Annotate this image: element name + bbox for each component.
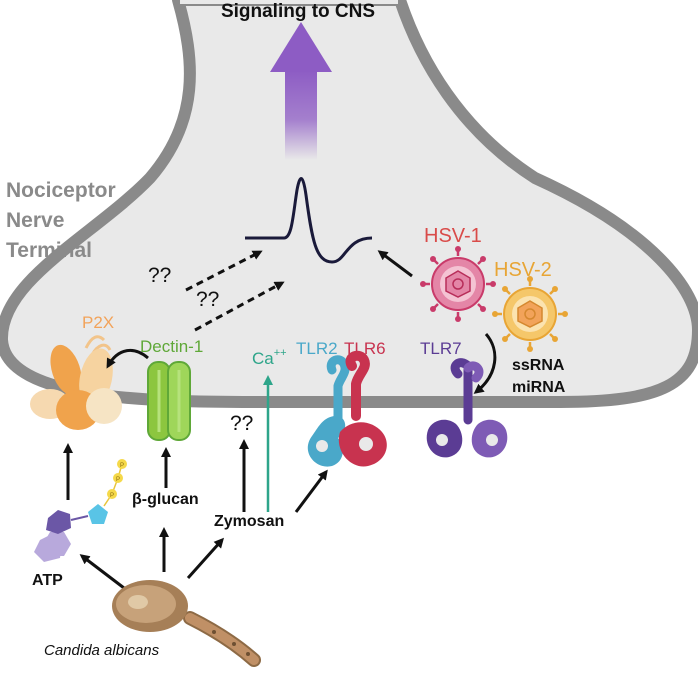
candida-to-atp-arrow xyxy=(79,554,125,590)
page-title: Signaling to CNS xyxy=(221,1,375,22)
region-label-line-2: Nerve xyxy=(6,209,64,232)
dashed-arrow-p2x xyxy=(185,250,263,292)
tlr7-receptor xyxy=(426,358,508,458)
calcium-charge: ++ xyxy=(274,347,287,359)
ssrna-label: ssRNA xyxy=(512,357,565,374)
hsv2-label: HSV-2 xyxy=(494,259,552,281)
zymosan-to-tlr-arrow xyxy=(294,469,328,513)
atp-phosphate-2: P xyxy=(116,477,120,483)
candida-label: Candida albicans xyxy=(44,642,160,659)
calcium-label: Ca++ xyxy=(252,347,287,368)
region-label-line-3: Terminal xyxy=(6,239,92,262)
atp-phosphate-3: P xyxy=(120,463,124,469)
zymosan-label: Zymosan xyxy=(214,513,284,530)
candida-cell xyxy=(112,580,261,667)
dectin1-to-p2x-arrow xyxy=(106,349,149,369)
region-label: Nociceptor Nerve Terminal xyxy=(6,179,116,262)
atp-molecule: P P P xyxy=(34,459,127,562)
unknown-mark-p2x: ?? xyxy=(148,264,171,287)
cns-signal-arrow xyxy=(270,22,332,160)
dectin1-label: Dectin-1 xyxy=(140,337,203,356)
region-label-line-1: Nociceptor xyxy=(6,179,116,202)
hsv1-label: HSV-1 xyxy=(424,225,482,247)
dectin1-receptor xyxy=(147,361,191,441)
mirna-label: miRNA xyxy=(512,379,566,396)
tlr2-label: TLR2 xyxy=(296,339,338,358)
hsv1-virion xyxy=(420,246,496,322)
dashed-arrow-dectin1 xyxy=(194,281,285,332)
ssrna-arrow xyxy=(473,333,497,394)
candida-to-zymosan-arrow xyxy=(186,537,225,580)
calcium-symbol: Ca xyxy=(252,349,274,368)
tlr6-receptor xyxy=(338,350,387,467)
beta-glucan-label: β-glucan xyxy=(132,491,199,508)
atp-label: ATP xyxy=(32,572,63,589)
unknown-mark-dectin1: ?? xyxy=(196,288,219,311)
action-potential-trace xyxy=(245,177,373,264)
unknown-mark-zymosan: ?? xyxy=(230,412,253,435)
hsv-to-signal-arrow xyxy=(377,250,413,278)
hsv2-virion xyxy=(492,276,568,352)
tlr2-receptor xyxy=(307,355,350,467)
atp-phosphate-1: P xyxy=(110,493,114,499)
p2x-receptor xyxy=(30,335,122,430)
p2x-label: P2X xyxy=(82,313,114,332)
tlr7-label: TLR7 xyxy=(420,339,462,358)
